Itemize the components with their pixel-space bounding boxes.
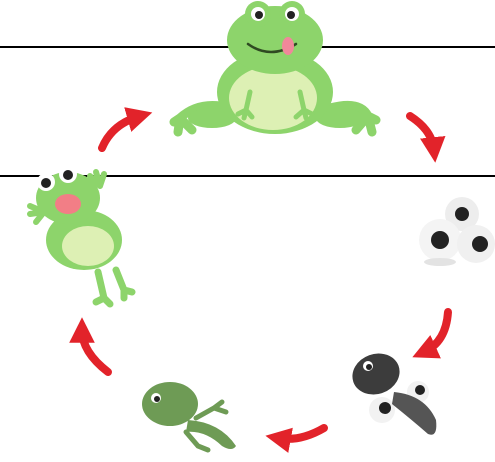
frog-eggs-icon <box>419 197 495 266</box>
arrow-adult-to-eggs <box>410 116 434 150</box>
arrow-froglet-to-adult <box>102 116 140 148</box>
adult-frog-icon <box>174 1 376 134</box>
arrow-legs-to-froglet <box>82 330 108 372</box>
froglet-icon <box>30 165 132 304</box>
arrow-tadpole-to-legs <box>278 428 324 439</box>
tadpole-with-legs-icon <box>142 382 236 450</box>
cycle-arrows <box>82 116 448 439</box>
tadpole-icon <box>347 347 437 435</box>
arrow-eggs-to-tadpole <box>424 312 448 352</box>
